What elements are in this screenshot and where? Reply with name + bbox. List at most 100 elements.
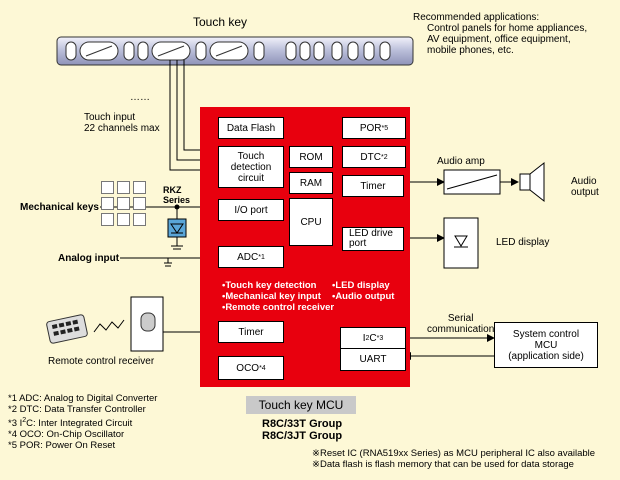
system-mcu-line-3: (application side) (508, 350, 584, 362)
group-r8c-3jt: R8C/3JT Group (262, 430, 343, 442)
feature-touch-key-detection: •Touch key detection (222, 280, 317, 291)
recommended-line-3: mobile phones, etc. (427, 45, 514, 56)
recommended-line-1: Control panels for home appliances, (427, 23, 588, 34)
touch-key-mcu-label: Touch key MCU (246, 396, 356, 414)
footnote-i2c-sup: 2 (22, 417, 27, 424)
rkz-line-2: Series (163, 195, 191, 205)
oco-sup: *4 (259, 364, 266, 372)
i2c-prefix: I (362, 332, 366, 344)
serial-line-2: communication (427, 324, 495, 335)
key-tile (133, 197, 146, 210)
remote-control-receiver-label: Remote control receiver (48, 356, 155, 367)
footnote-por: *5 POR: Power On Reset (8, 440, 116, 452)
feature-mechanical-key-input: •Mechanical key input (222, 291, 321, 302)
i2c-suffix: C (369, 332, 377, 344)
touch-input-label: Touch input 22 channels max (84, 112, 160, 134)
cpu-label: CPU (300, 216, 322, 228)
serial-communication-label: Serial communication (427, 313, 494, 335)
serial-line-1: Serial (447, 313, 474, 324)
uart-label: UART (359, 354, 387, 365)
footnotes: *1 ADC: Analog to Digital Converter *2 D… (8, 393, 157, 451)
key-matrix (101, 181, 161, 229)
timer-block-right: Timer (342, 175, 404, 197)
recommended-applications: Recommended applications: Control panels… (413, 12, 587, 56)
feature-led-display: •LED display (332, 280, 390, 291)
mcu-label-text: Touch key MCU (258, 398, 344, 412)
touch-detection-line-2: detection (230, 161, 272, 173)
notes: ※Reset IC (RNA519xx Series) as MCU perip… (312, 448, 595, 470)
feature-audio-output: •Audio output (332, 291, 395, 302)
rom-label: ROM (299, 151, 323, 163)
speaker-icon (519, 173, 531, 191)
footnote-oco: *4 OCO: On-Chip Oscillator (8, 429, 125, 441)
i2c-superscript: 2 (365, 334, 370, 342)
touch-key-title: Touch key (193, 15, 248, 29)
timer-right-label: Timer (360, 180, 386, 192)
note-reset-ic: ※Reset IC (RNA519xx Series) as MCU perip… (312, 448, 596, 459)
key-tile (101, 181, 114, 194)
adc-label: ADC (237, 251, 259, 263)
touch-input-line-2: 22 channels max (84, 123, 160, 134)
por-label: POR (359, 122, 382, 134)
footnote-dtc: *2 DTC: Data Transfer Controller (8, 404, 146, 415)
adc-sup: *1 (258, 253, 265, 261)
dtc-block: DTC*2 (342, 146, 406, 168)
group-names: R8C/33T Group R8C/3JT Group (262, 418, 342, 442)
key-tile (101, 213, 114, 226)
por-sup: *5 (381, 124, 389, 132)
rom-block: ROM (289, 146, 333, 168)
led-display-label: LED display (496, 237, 550, 248)
rkz-diode-icon (167, 218, 187, 238)
key-tile (133, 213, 146, 226)
timer-block-left: Timer (218, 321, 284, 343)
mechanical-keys-label: Mechanical keys (20, 202, 99, 213)
footnote-i2c-prefix: *3 I (8, 418, 23, 430)
rkz-series-label: RKZ Series (163, 185, 190, 205)
system-mcu-line-2: MCU (534, 339, 558, 351)
feature-remote-control-receiver: •Remote control receiver (222, 302, 335, 313)
touch-detection-line-1: Touch (237, 150, 265, 162)
cpu-block: CPU (289, 198, 333, 246)
group-r8c-33t: R8C/33T Group (262, 418, 343, 430)
oco-label: OCO (236, 362, 260, 374)
audio-output-label: Audio output (571, 176, 599, 198)
led-drive-line-2: port (349, 238, 367, 249)
data-flash-label: Data Flash (226, 122, 276, 134)
audio-amp-label: Audio amp (437, 156, 485, 167)
timer-left-label: Timer (238, 326, 264, 338)
led-icon (443, 217, 479, 269)
footnote-i2c: *3 I2C: Inter Integrated Circuit (8, 415, 157, 429)
system-control-mcu-block: System control MCU (application side) (494, 322, 598, 368)
analog-input-label: Analog input (58, 253, 120, 264)
por-block: POR*5 (342, 117, 406, 139)
io-port-block: I/O port (218, 199, 284, 221)
touch-input-line-1: Touch input (84, 112, 136, 123)
i2c-note: *3 (376, 334, 384, 342)
key-tile (117, 213, 130, 226)
feature-list: •Touch key detection •LED display •Mecha… (222, 280, 408, 314)
key-tile (101, 197, 114, 210)
ram-block: RAM (289, 172, 333, 194)
recommended-title: Recommended applications: (413, 12, 540, 23)
note-data-flash: ※Data flash is flash memory that can be … (312, 459, 574, 470)
key-tile (133, 181, 146, 194)
data-flash-block: Data Flash (218, 117, 284, 139)
recommended-line-2: AV equipment, office equipment, (427, 34, 571, 45)
io-port-label: I/O port (234, 204, 268, 216)
adc-block: ADC*1 (218, 246, 284, 268)
audio-output-line-2: output (571, 187, 599, 198)
touch-detection-block: Touch detection circuit (218, 146, 284, 188)
footnote-i2c-suffix: C: Inter Integrated Circuit (26, 418, 133, 430)
touch-key-dots: …… (130, 92, 150, 103)
ram-label: RAM (299, 177, 323, 189)
oco-block: OCO*4 (218, 356, 284, 380)
footnote-adc: *1 ADC: Analog to Digital Converter (8, 393, 158, 404)
audio-output-line-1: Audio (571, 176, 597, 187)
key-tile (117, 197, 130, 210)
touch-detection-line-3: circuit (237, 172, 265, 184)
led-drive-port-block: LED drive port (342, 227, 404, 251)
